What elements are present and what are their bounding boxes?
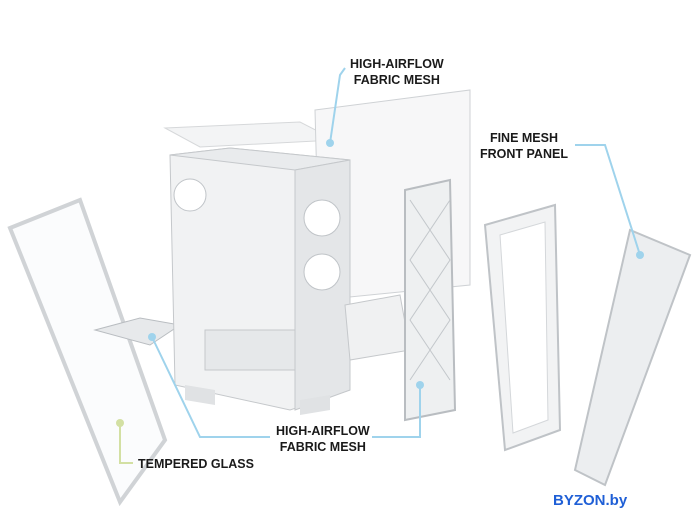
top-mesh-panel [163, 121, 337, 148]
tempered-glass-panel [7, 197, 168, 507]
brand-watermark: BYZON.by [553, 492, 628, 509]
front-mesh-frame [404, 178, 457, 422]
leader-lines [151, 67, 641, 438]
case-body [169, 147, 351, 415]
label-fine-mesh-front-panel: FINE MESH FRONT PANEL [480, 130, 568, 162]
label-line: FINE MESH [489, 131, 559, 145]
label-top-fabric-mesh: HIGH-AIRFLOW FABRIC MESH [350, 56, 444, 88]
glass-leader-line [119, 423, 133, 464]
label-line: FABRIC MESH [353, 73, 440, 87]
fine-mesh-front-panel [573, 228, 692, 487]
label-tempered-glass: TEMPERED GLASS [138, 457, 254, 471]
label-bottom-fabric-mesh: HIGH-AIRFLOW FABRIC MESH [276, 423, 370, 455]
label-line: HIGH-AIRFLOW [276, 424, 370, 438]
drive-tray [344, 294, 411, 361]
label-line: FRONT PANEL [480, 147, 568, 161]
label-line: HIGH-AIRFLOW [350, 57, 444, 71]
label-line: FABRIC MESH [279, 440, 366, 454]
